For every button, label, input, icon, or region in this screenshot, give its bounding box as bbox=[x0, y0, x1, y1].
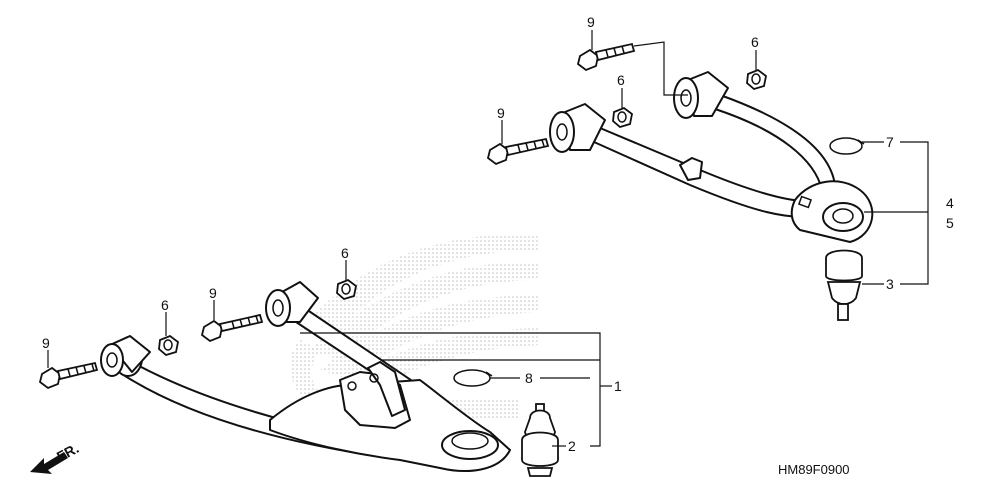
callout-6-lower-front: 6 bbox=[161, 297, 169, 313]
snap-ring-lower bbox=[453, 369, 493, 387]
front-direction-arrow: FR. bbox=[30, 440, 81, 474]
callout-3: 3 bbox=[886, 276, 894, 292]
callout-9-upper-rear: 9 bbox=[587, 14, 595, 30]
lower-arm bbox=[100, 281, 511, 472]
callout-5: 5 bbox=[946, 215, 954, 231]
callout-7: 7 bbox=[886, 134, 894, 150]
callout-6-upper-front: 6 bbox=[617, 72, 625, 88]
bolt-upper-front bbox=[486, 137, 550, 166]
callout-2: 2 bbox=[568, 438, 576, 454]
callout-8: 8 bbox=[525, 370, 533, 386]
callout-4: 4 bbox=[946, 195, 954, 211]
callouts: 9 6 9 6 8 1 2 9 6 9 6 7 4 5 3 bbox=[42, 14, 954, 454]
callout-6-upper-rear: 6 bbox=[751, 34, 759, 50]
callout-9-lower-rear: 9 bbox=[209, 285, 217, 301]
callout-6-lower-rear: 6 bbox=[341, 245, 349, 261]
nut-upper-rear bbox=[746, 68, 767, 91]
bolt-lower-rear bbox=[200, 313, 264, 343]
nut-upper-front bbox=[612, 106, 633, 129]
callout-9-upper-front: 9 bbox=[497, 105, 505, 121]
ball-joint-upper bbox=[825, 249, 863, 321]
snap-ring-upper bbox=[829, 137, 865, 155]
part-code: HM89F0900 bbox=[778, 462, 850, 477]
ball-joint-lower bbox=[521, 403, 559, 477]
bolt-lower-front bbox=[38, 361, 99, 390]
upper-arm bbox=[549, 71, 874, 243]
nut-lower-front bbox=[158, 334, 179, 357]
leader-lines bbox=[47, 30, 929, 447]
callout-9-lower-front: 9 bbox=[42, 335, 50, 351]
callout-1: 1 bbox=[614, 378, 622, 394]
bolt-upper-rear bbox=[576, 42, 636, 72]
nut-lower-rear bbox=[336, 278, 357, 301]
